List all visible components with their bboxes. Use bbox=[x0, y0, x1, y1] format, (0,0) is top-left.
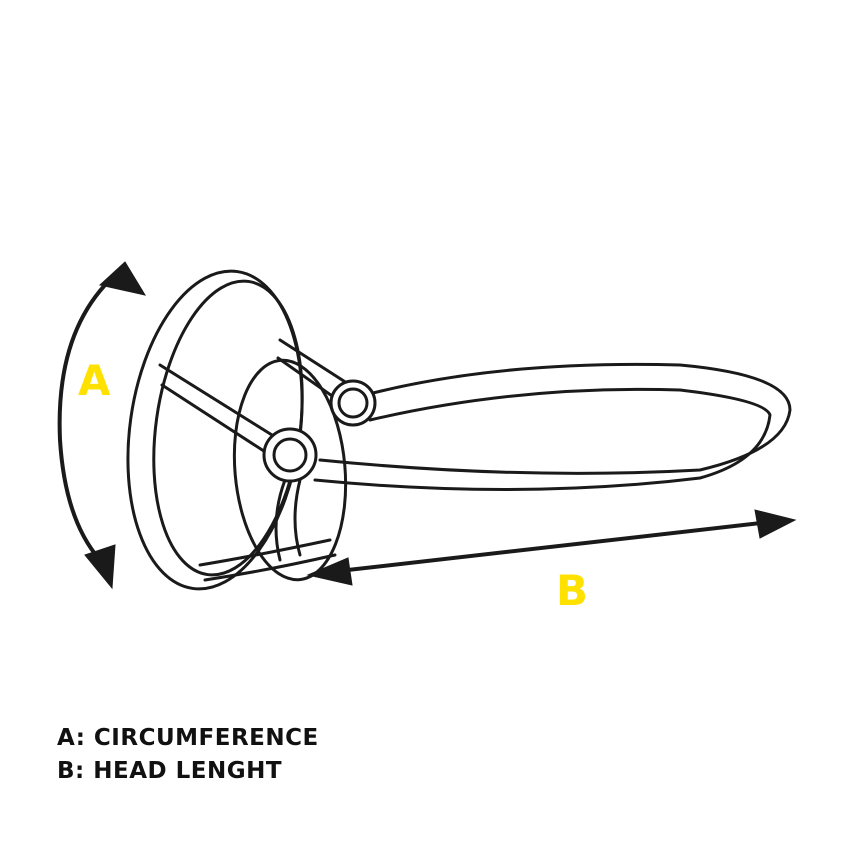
bottom-strap bbox=[198, 538, 337, 582]
legend-head-length: B: HEAD LENGHT bbox=[57, 758, 283, 784]
label-b: B bbox=[556, 566, 589, 615]
cross-strap bbox=[158, 363, 282, 457]
circumference-arrow bbox=[57, 261, 147, 590]
rivet bbox=[262, 427, 318, 483]
lower-strap bbox=[274, 478, 302, 562]
head-strap-bottom bbox=[313, 387, 772, 491]
label-a: A bbox=[78, 356, 111, 405]
head-length-arrow bbox=[306, 509, 797, 586]
rivet bbox=[329, 379, 377, 427]
head-strap-top bbox=[318, 362, 792, 475]
legend-circumference: A: CIRCUMFERENCE bbox=[57, 725, 319, 751]
